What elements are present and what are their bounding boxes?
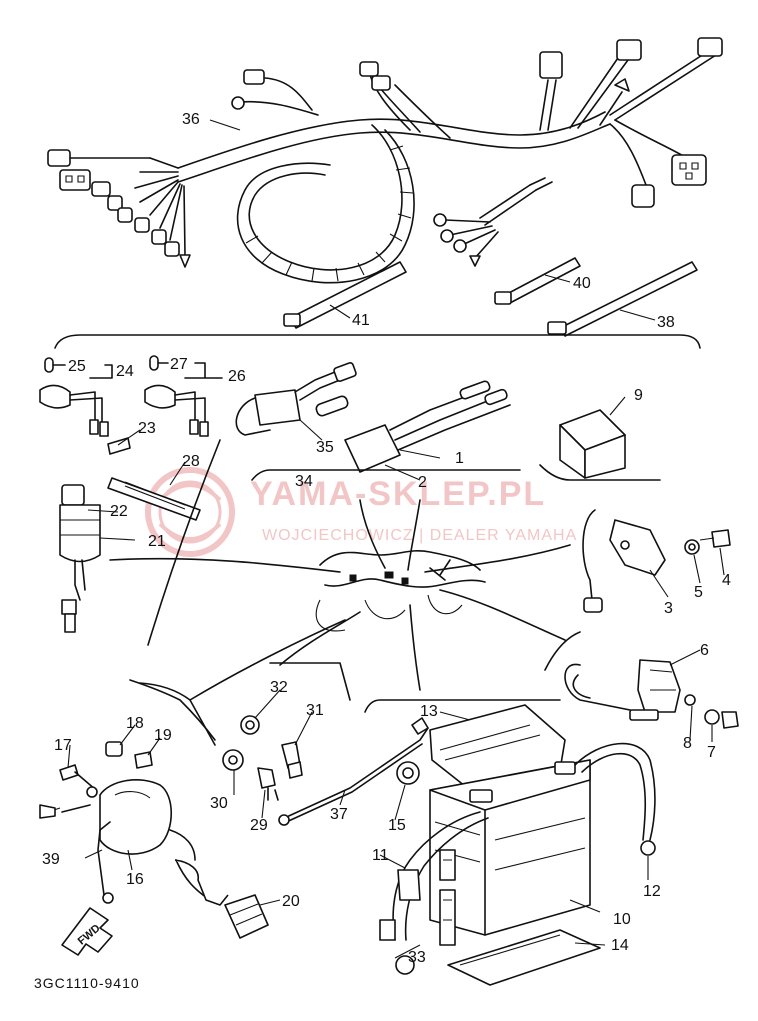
callout-39: 39: [42, 851, 60, 868]
callout-3: 3: [664, 600, 673, 617]
callout-8: 8: [683, 735, 692, 752]
callout-28: 28: [182, 453, 200, 470]
callout-12: 12: [643, 883, 661, 900]
callout-41: 41: [352, 312, 370, 329]
relay-fuse-group: [235, 362, 521, 481]
callout-4: 4: [722, 572, 731, 589]
callout-24: 24: [116, 363, 134, 380]
callout-36: 36: [182, 111, 200, 128]
callout-23: 23: [138, 420, 156, 437]
callout-32: 32: [270, 679, 288, 696]
callout-34: 34: [295, 473, 313, 490]
callout-10: 10: [613, 911, 631, 928]
callout-11: 11: [372, 847, 389, 864]
section-brace: [54, 334, 701, 349]
callout-25: 25: [68, 358, 86, 375]
callout-18: 18: [126, 715, 144, 732]
frame-mounting-diagram: [109, 499, 571, 701]
cable-tie-41: [283, 261, 407, 329]
callout-31: 31: [306, 702, 324, 719]
callout-15: 15: [388, 817, 406, 834]
callout-38: 38: [657, 314, 675, 331]
battery-group: [379, 704, 656, 986]
callout-22: 22: [110, 503, 128, 520]
cable-tie-40: [494, 257, 581, 305]
callout-19: 19: [154, 727, 172, 744]
watermark-logo-icon: [145, 467, 235, 557]
cable-tie-38: [547, 261, 698, 337]
callout-20: 20: [282, 893, 300, 910]
callout-5: 5: [694, 584, 703, 601]
ignition-group: FWD: [39, 679, 269, 956]
callout-labels: 1 2 3 4 5 6 7 8 9 10 11 12 13 14 15 16 1…: [42, 111, 731, 966]
watermark: YAMA-SKLEP.PL WOJCIECHOWICZ | DEALER YAM…: [145, 467, 577, 557]
callout-2: 2: [418, 474, 427, 491]
callout-6: 6: [700, 642, 709, 659]
callout-26: 26: [228, 368, 246, 385]
sensor-group: [222, 662, 561, 826]
callout-9: 9: [634, 387, 643, 404]
leader-lines: [67, 119, 725, 959]
callout-27: 27: [170, 356, 188, 373]
callout-21: 21: [148, 533, 166, 550]
callout-16: 16: [126, 871, 144, 888]
callout-14: 14: [611, 937, 629, 954]
callout-13: 13: [420, 703, 438, 720]
watermark-line-2: WOJCIECHOWICZ | DEALER YAMAHA: [262, 527, 577, 544]
electrical-components-right: [539, 409, 739, 729]
switch-group: [39, 355, 223, 646]
drawing-code: 3GC1110-9410: [34, 975, 140, 991]
callout-37: 37: [330, 806, 348, 823]
callout-7: 7: [707, 744, 716, 761]
wire-harness: [47, 37, 723, 337]
callout-30: 30: [210, 795, 228, 812]
callout-35: 35: [316, 439, 334, 456]
callout-33: 33: [408, 949, 426, 966]
callout-17: 17: [54, 737, 72, 754]
callout-29: 29: [250, 817, 268, 834]
watermark-line-1: YAMA-SKLEP.PL: [250, 475, 546, 513]
fwd-arrow-icon: FWD: [61, 907, 113, 956]
callout-40: 40: [573, 275, 591, 292]
callout-1: 1: [455, 450, 464, 467]
